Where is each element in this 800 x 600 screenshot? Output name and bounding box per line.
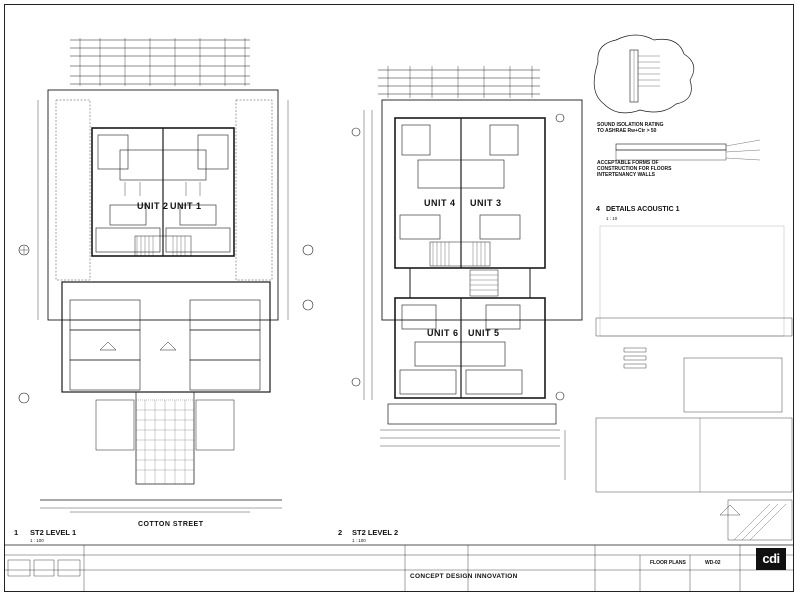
sound-isolation-note: SOUND ISOLATION RATING TO ASHRAE Rw+Ctr … [597, 122, 664, 134]
unit-6-label: UNIT 6 [427, 328, 459, 338]
level2-view-title: ST2 LEVEL 2 [352, 528, 399, 537]
unit-5-label: UNIT 5 [468, 328, 500, 338]
level1-dimension-strings [70, 39, 250, 85]
level2-view-scale: 1 : 100 [352, 538, 366, 543]
level1-view-number: 1 [14, 528, 19, 537]
acoustic-detail-number: 4 [596, 206, 600, 213]
drawing-number: WD-02 [705, 560, 721, 566]
acceptable-construction-note: ACCEPTABLE FORMS OF CONSTRUCTION FOR FLO… [597, 160, 672, 178]
street-name-label: COTTON STREET [138, 521, 204, 528]
unit-4-label: UNIT 4 [424, 198, 456, 208]
level2-view-number: 2 [338, 528, 343, 537]
unit-1-label: UNIT 1 [170, 201, 202, 211]
acoustic-detail-title: DETAILS ACOUSTIC 1 [606, 206, 680, 213]
level1-view-title: ST2 LEVEL 1 [30, 528, 77, 537]
drawing-title: FLOOR PLANS [650, 560, 686, 566]
acoustic-detail-scale: 1 : 10 [606, 216, 618, 221]
unit-2-label: UNIT 2 [137, 201, 169, 211]
unit-3-label: UNIT 3 [470, 198, 502, 208]
cdi-logo: cdi [756, 548, 786, 570]
drawing-sheet [4, 4, 794, 592]
level1-view-scale: 1 : 100 [30, 538, 44, 543]
company-name: CONCEPT DESIGN INNOVATION [410, 573, 518, 580]
